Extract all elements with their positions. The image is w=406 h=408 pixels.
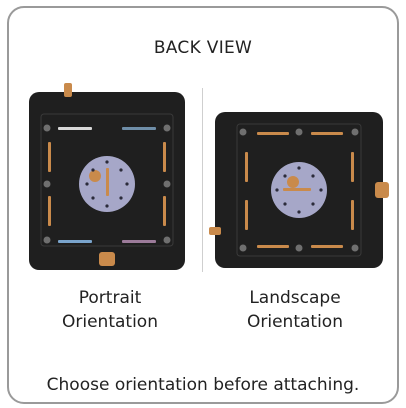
landscape-line1: Landscape [249, 288, 341, 308]
divider [202, 88, 203, 272]
landscape-line2: Orientation [247, 312, 343, 332]
landscape-option-label[interactable]: Landscape Orientation [215, 286, 375, 334]
portrait-line2: Orientation [62, 312, 158, 332]
instruction-note: Choose orientation before attaching. [46, 375, 360, 395]
landscape-plate-icon[interactable] [209, 112, 389, 268]
back-view-title: BACK VIEW [153, 38, 253, 58]
portrait-plate-icon[interactable] [29, 83, 185, 270]
portrait-line1: Portrait [78, 288, 142, 308]
portrait-option-label[interactable]: Portrait Orientation [35, 286, 185, 334]
